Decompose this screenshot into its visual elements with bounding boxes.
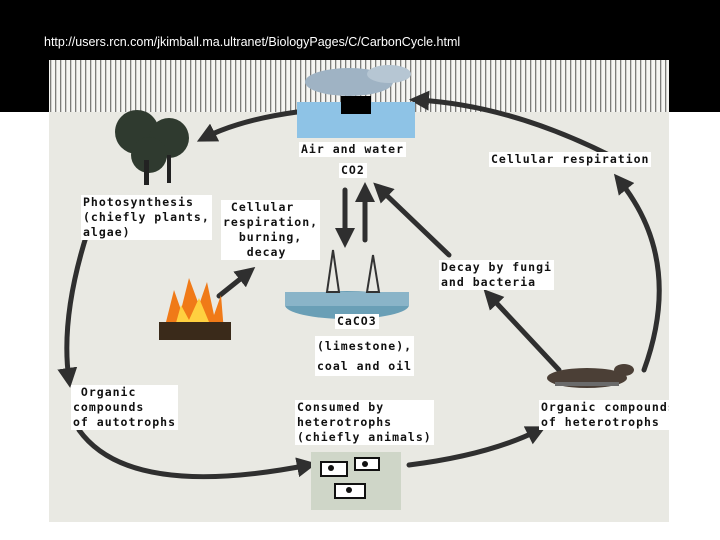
arrow-bottom-right bbox=[406, 426, 547, 468]
label-consumed-by-heterotrophs: Consumed by heterotrophs (chiefly animal… bbox=[295, 400, 434, 445]
oil-rig-illustration bbox=[285, 249, 409, 319]
label-limestone: (limestone), coal and oil bbox=[315, 336, 415, 376]
label-decay: Decay by fungi and bacteria bbox=[439, 260, 554, 290]
arrow-decay-up bbox=[373, 182, 452, 258]
fire-illustration bbox=[159, 278, 231, 340]
dead-animal-illustration bbox=[547, 364, 634, 388]
label-organic-autotrophs: Organic compounds of autotrophs bbox=[71, 385, 179, 430]
label-caco3: CaCO3 bbox=[335, 314, 379, 329]
arrow-air-to-trees bbox=[196, 109, 300, 142]
label-photosynthesis: Photosynthesis (chiefly plants, algae) bbox=[81, 195, 212, 240]
label-organic-heterotrophs: Organic compounds of heterotrophs bbox=[539, 400, 669, 430]
arrow-fire-to-respiration bbox=[216, 267, 256, 299]
arrow-bottom-left bbox=[76, 427, 317, 480]
cows-illustration bbox=[311, 452, 401, 510]
cloud-water-illustration bbox=[297, 65, 415, 138]
label-cellular-respiration-right: Cellular respiration bbox=[489, 152, 652, 167]
label-air-and-water: Air and water bbox=[299, 142, 407, 157]
arrow-respiration-to-air bbox=[409, 90, 612, 158]
carbon-cycle-diagram: Air and water CO2 Cellular respiration P… bbox=[49, 60, 669, 522]
arrow-heterotrophs-to-decay bbox=[483, 289, 562, 373]
source-url: http://users.rcn.com/jkimball.ma.ultrane… bbox=[44, 35, 461, 49]
arrow-right-up bbox=[613, 173, 662, 373]
trees-illustration bbox=[115, 110, 189, 185]
label-co2: CO2 bbox=[339, 163, 367, 178]
label-cellular-respiration-center: Cellular respiration, burning, decay bbox=[221, 200, 321, 260]
diagram-art bbox=[57, 65, 662, 510]
